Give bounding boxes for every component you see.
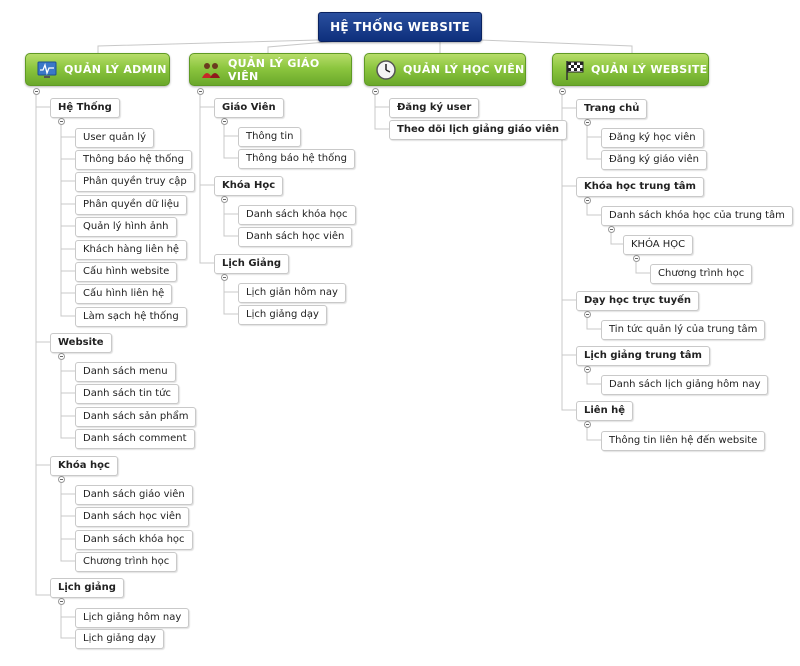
topic-day-hoc-truc-tuyen[interactable]: Dạy học trực tuyến bbox=[576, 291, 700, 311]
collapse-toggle[interactable] bbox=[584, 311, 591, 318]
branch-label: QUẢN LÝ ADMIN bbox=[64, 63, 167, 76]
topic-item[interactable]: Danh sách lịch giảng hôm nay bbox=[601, 375, 769, 395]
topic-item[interactable]: Chương trình học bbox=[75, 552, 178, 572]
topic-item[interactable]: Cấu hình liên hệ bbox=[75, 284, 173, 304]
topic-item[interactable]: Chương trình học bbox=[650, 264, 753, 284]
topic-lich-giang[interactable]: Lịch giảng bbox=[50, 578, 124, 598]
checkered-flag-icon bbox=[563, 59, 585, 81]
topic-item[interactable]: Danh sách sản phẩm bbox=[75, 407, 197, 427]
topic-item[interactable]: Làm sạch hệ thống bbox=[75, 307, 187, 327]
topic-item[interactable]: Lịch giản hôm nay bbox=[238, 283, 346, 303]
branch-label: QUẢN LÝ GIÁO VIÊN bbox=[228, 56, 320, 83]
topic-item[interactable]: Danh sách học viên bbox=[75, 507, 190, 527]
topic-trang-chu[interactable]: Trang chủ bbox=[576, 99, 648, 119]
topic-item[interactable]: Thông báo hệ thống bbox=[238, 149, 355, 169]
topic-item[interactable]: Cấu hình website bbox=[75, 262, 178, 282]
topic-item[interactable]: Danh sách khóa học bbox=[75, 530, 193, 550]
collapse-toggle[interactable] bbox=[197, 88, 204, 95]
topic-item[interactable]: Đăng ký học viên bbox=[601, 128, 704, 148]
monitor-icon bbox=[36, 59, 58, 81]
collapse-toggle[interactable] bbox=[58, 118, 65, 125]
topic-website[interactable]: Website bbox=[50, 333, 112, 353]
branch-admin[interactable]: QUẢN LÝ ADMIN bbox=[25, 53, 170, 86]
topic-item[interactable]: Lịch giảng dạy bbox=[238, 305, 327, 325]
collapse-toggle[interactable] bbox=[559, 88, 566, 95]
topic-item[interactable]: Danh sách giáo viên bbox=[75, 485, 193, 505]
collapse-toggle[interactable] bbox=[58, 476, 65, 483]
topic-item[interactable]: Danh sách tin tức bbox=[75, 384, 180, 404]
topic-item[interactable]: User quản lý bbox=[75, 128, 154, 148]
topic-item[interactable]: Lịch giảng dạy bbox=[75, 629, 164, 649]
collapse-toggle[interactable] bbox=[584, 197, 591, 204]
topic-item[interactable]: Đăng ký giáo viên bbox=[601, 150, 708, 170]
topic-khoa-hoc[interactable]: Khóa học bbox=[50, 456, 118, 476]
topic-item[interactable]: Danh sách khóa học của trung tâm bbox=[601, 206, 793, 226]
root-node[interactable]: HỆ THỐNG WEBSITE bbox=[318, 12, 482, 42]
topic-item[interactable]: Danh sách khóa học bbox=[238, 205, 356, 225]
collapse-toggle[interactable] bbox=[584, 119, 591, 126]
topic-item[interactable]: Danh sách học viên bbox=[238, 227, 353, 247]
branch-label: QUẢN LÝ HỌC VIÊN bbox=[403, 63, 525, 76]
collapse-toggle[interactable] bbox=[221, 196, 228, 203]
topic-khoa-hoc-trung-tam[interactable]: Khóa học trung tâm bbox=[576, 177, 704, 197]
collapse-toggle[interactable] bbox=[33, 88, 40, 95]
branch-website[interactable]: QUẢN LÝ WEBSITE bbox=[552, 53, 709, 86]
topic-item[interactable]: Phân quyền truy cập bbox=[75, 172, 195, 192]
topic-theo-doi-lich-giang[interactable]: Theo dõi lịch giảng giáo viên bbox=[389, 120, 568, 140]
topic-lich-giang[interactable]: Lịch Giảng bbox=[214, 254, 289, 274]
topic-item[interactable]: Quản lý hình ảnh bbox=[75, 217, 177, 237]
topic-item[interactable]: Danh sách menu bbox=[75, 362, 176, 382]
topic-item[interactable]: Thông tin bbox=[238, 127, 302, 147]
topic-lich-giang-trung-tam[interactable]: Lịch giảng trung tâm bbox=[576, 346, 710, 366]
collapse-toggle[interactable] bbox=[221, 118, 228, 125]
clock-icon bbox=[375, 59, 397, 81]
topic-dang-ky-user[interactable]: Đăng ký user bbox=[389, 98, 480, 118]
collapse-toggle[interactable] bbox=[58, 353, 65, 360]
topic-item[interactable]: KHÓA HỌC bbox=[623, 235, 694, 255]
branch-label: QUẢN LÝ WEBSITE bbox=[591, 63, 708, 76]
topic-giao-vien[interactable]: Giáo Viên bbox=[214, 98, 284, 118]
collapse-toggle[interactable] bbox=[584, 421, 591, 428]
collapse-toggle[interactable] bbox=[58, 598, 65, 605]
topic-item[interactable]: Lịch giảng hôm nay bbox=[75, 608, 190, 628]
topic-khoa-hoc[interactable]: Khóa Học bbox=[214, 176, 284, 196]
topic-lien-he[interactable]: Liên hệ bbox=[576, 401, 634, 421]
topic-item[interactable]: Danh sách comment bbox=[75, 429, 195, 449]
topic-item[interactable]: Khách hàng liên hệ bbox=[75, 240, 188, 260]
topic-item[interactable]: Thông tin liên hệ đến website bbox=[601, 431, 766, 451]
collapse-toggle[interactable] bbox=[633, 255, 640, 262]
topic-item[interactable]: Tin tức quản lý của trung tâm bbox=[601, 320, 766, 340]
branch-giao-vien[interactable]: QUẢN LÝ GIÁO VIÊN bbox=[189, 53, 352, 86]
branch-hoc-vien[interactable]: QUẢN LÝ HỌC VIÊN bbox=[364, 53, 526, 86]
collapse-toggle[interactable] bbox=[608, 226, 615, 233]
collapse-toggle[interactable] bbox=[584, 366, 591, 373]
users-icon bbox=[200, 59, 222, 81]
topic-item[interactable]: Thông báo hệ thống bbox=[75, 150, 192, 170]
topic-item[interactable]: Phân quyền dữ liệu bbox=[75, 195, 188, 215]
topic-he-thong[interactable]: Hệ Thống bbox=[50, 98, 120, 118]
collapse-toggle[interactable] bbox=[372, 88, 379, 95]
collapse-toggle[interactable] bbox=[221, 274, 228, 281]
